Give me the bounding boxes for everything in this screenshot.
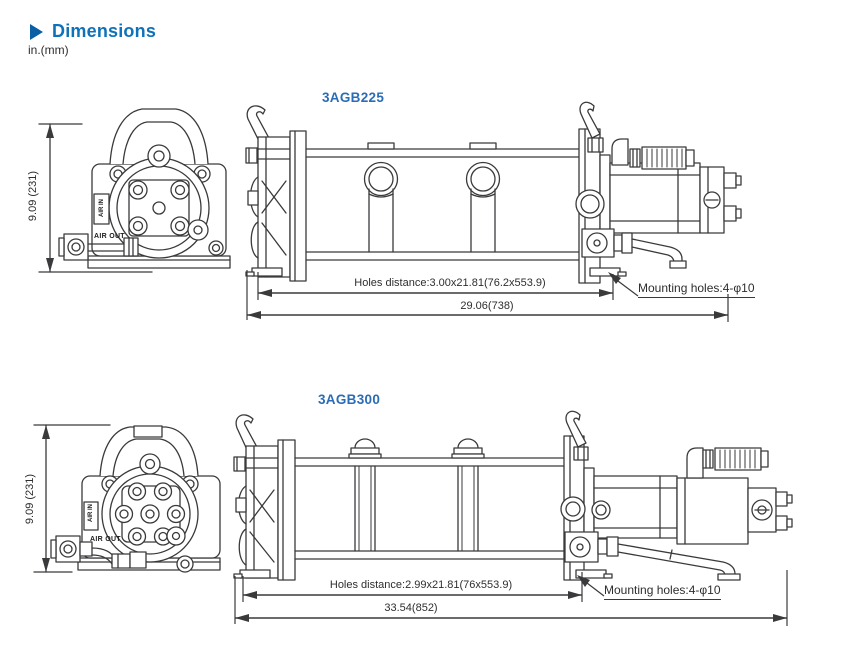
holes-distance-label: Holes distance:3.00x21.81(76.2x553.9) bbox=[354, 277, 546, 289]
air-in-label: AIR IN bbox=[99, 199, 105, 217]
triangle-right-icon bbox=[30, 23, 43, 40]
side-view-drawing-3agb225 bbox=[245, 101, 742, 284]
front-view-drawing-3agb300 bbox=[33, 424, 221, 573]
air-out-label: AIR OUT bbox=[90, 536, 121, 543]
air-in-label: AIR IN bbox=[88, 504, 94, 522]
air-out-label: AIR OUT bbox=[94, 233, 125, 240]
height-dimension-label: 9.09 (231) bbox=[24, 473, 36, 525]
unit-label: in.(mm) bbox=[28, 43, 69, 57]
mounting-holes-label: Mounting holes:4-φ10 bbox=[638, 281, 755, 298]
page-header: Dimensions bbox=[30, 21, 156, 42]
dimension-lines-3agb225 bbox=[246, 270, 729, 322]
front-view-drawing-3agb225 bbox=[38, 108, 231, 273]
overall-length-label: 29.06(738) bbox=[460, 300, 514, 312]
model-label-3agb225: 3AGB225 bbox=[322, 90, 385, 105]
mounting-holes-label: Mounting holes:4-φ10 bbox=[604, 583, 721, 600]
side-view-drawing-3agb300 bbox=[233, 410, 793, 581]
holes-distance-label: Holes distance:2.99x21.81(76x553.9) bbox=[329, 579, 513, 591]
dimension-lines-3agb300 bbox=[234, 570, 788, 626]
height-dimension-label: 9.09 (231) bbox=[27, 170, 39, 222]
model-label-3agb300: 3AGB300 bbox=[318, 392, 381, 407]
page-title: Dimensions bbox=[52, 21, 157, 41]
overall-length-label: 33.54(852) bbox=[384, 602, 438, 614]
